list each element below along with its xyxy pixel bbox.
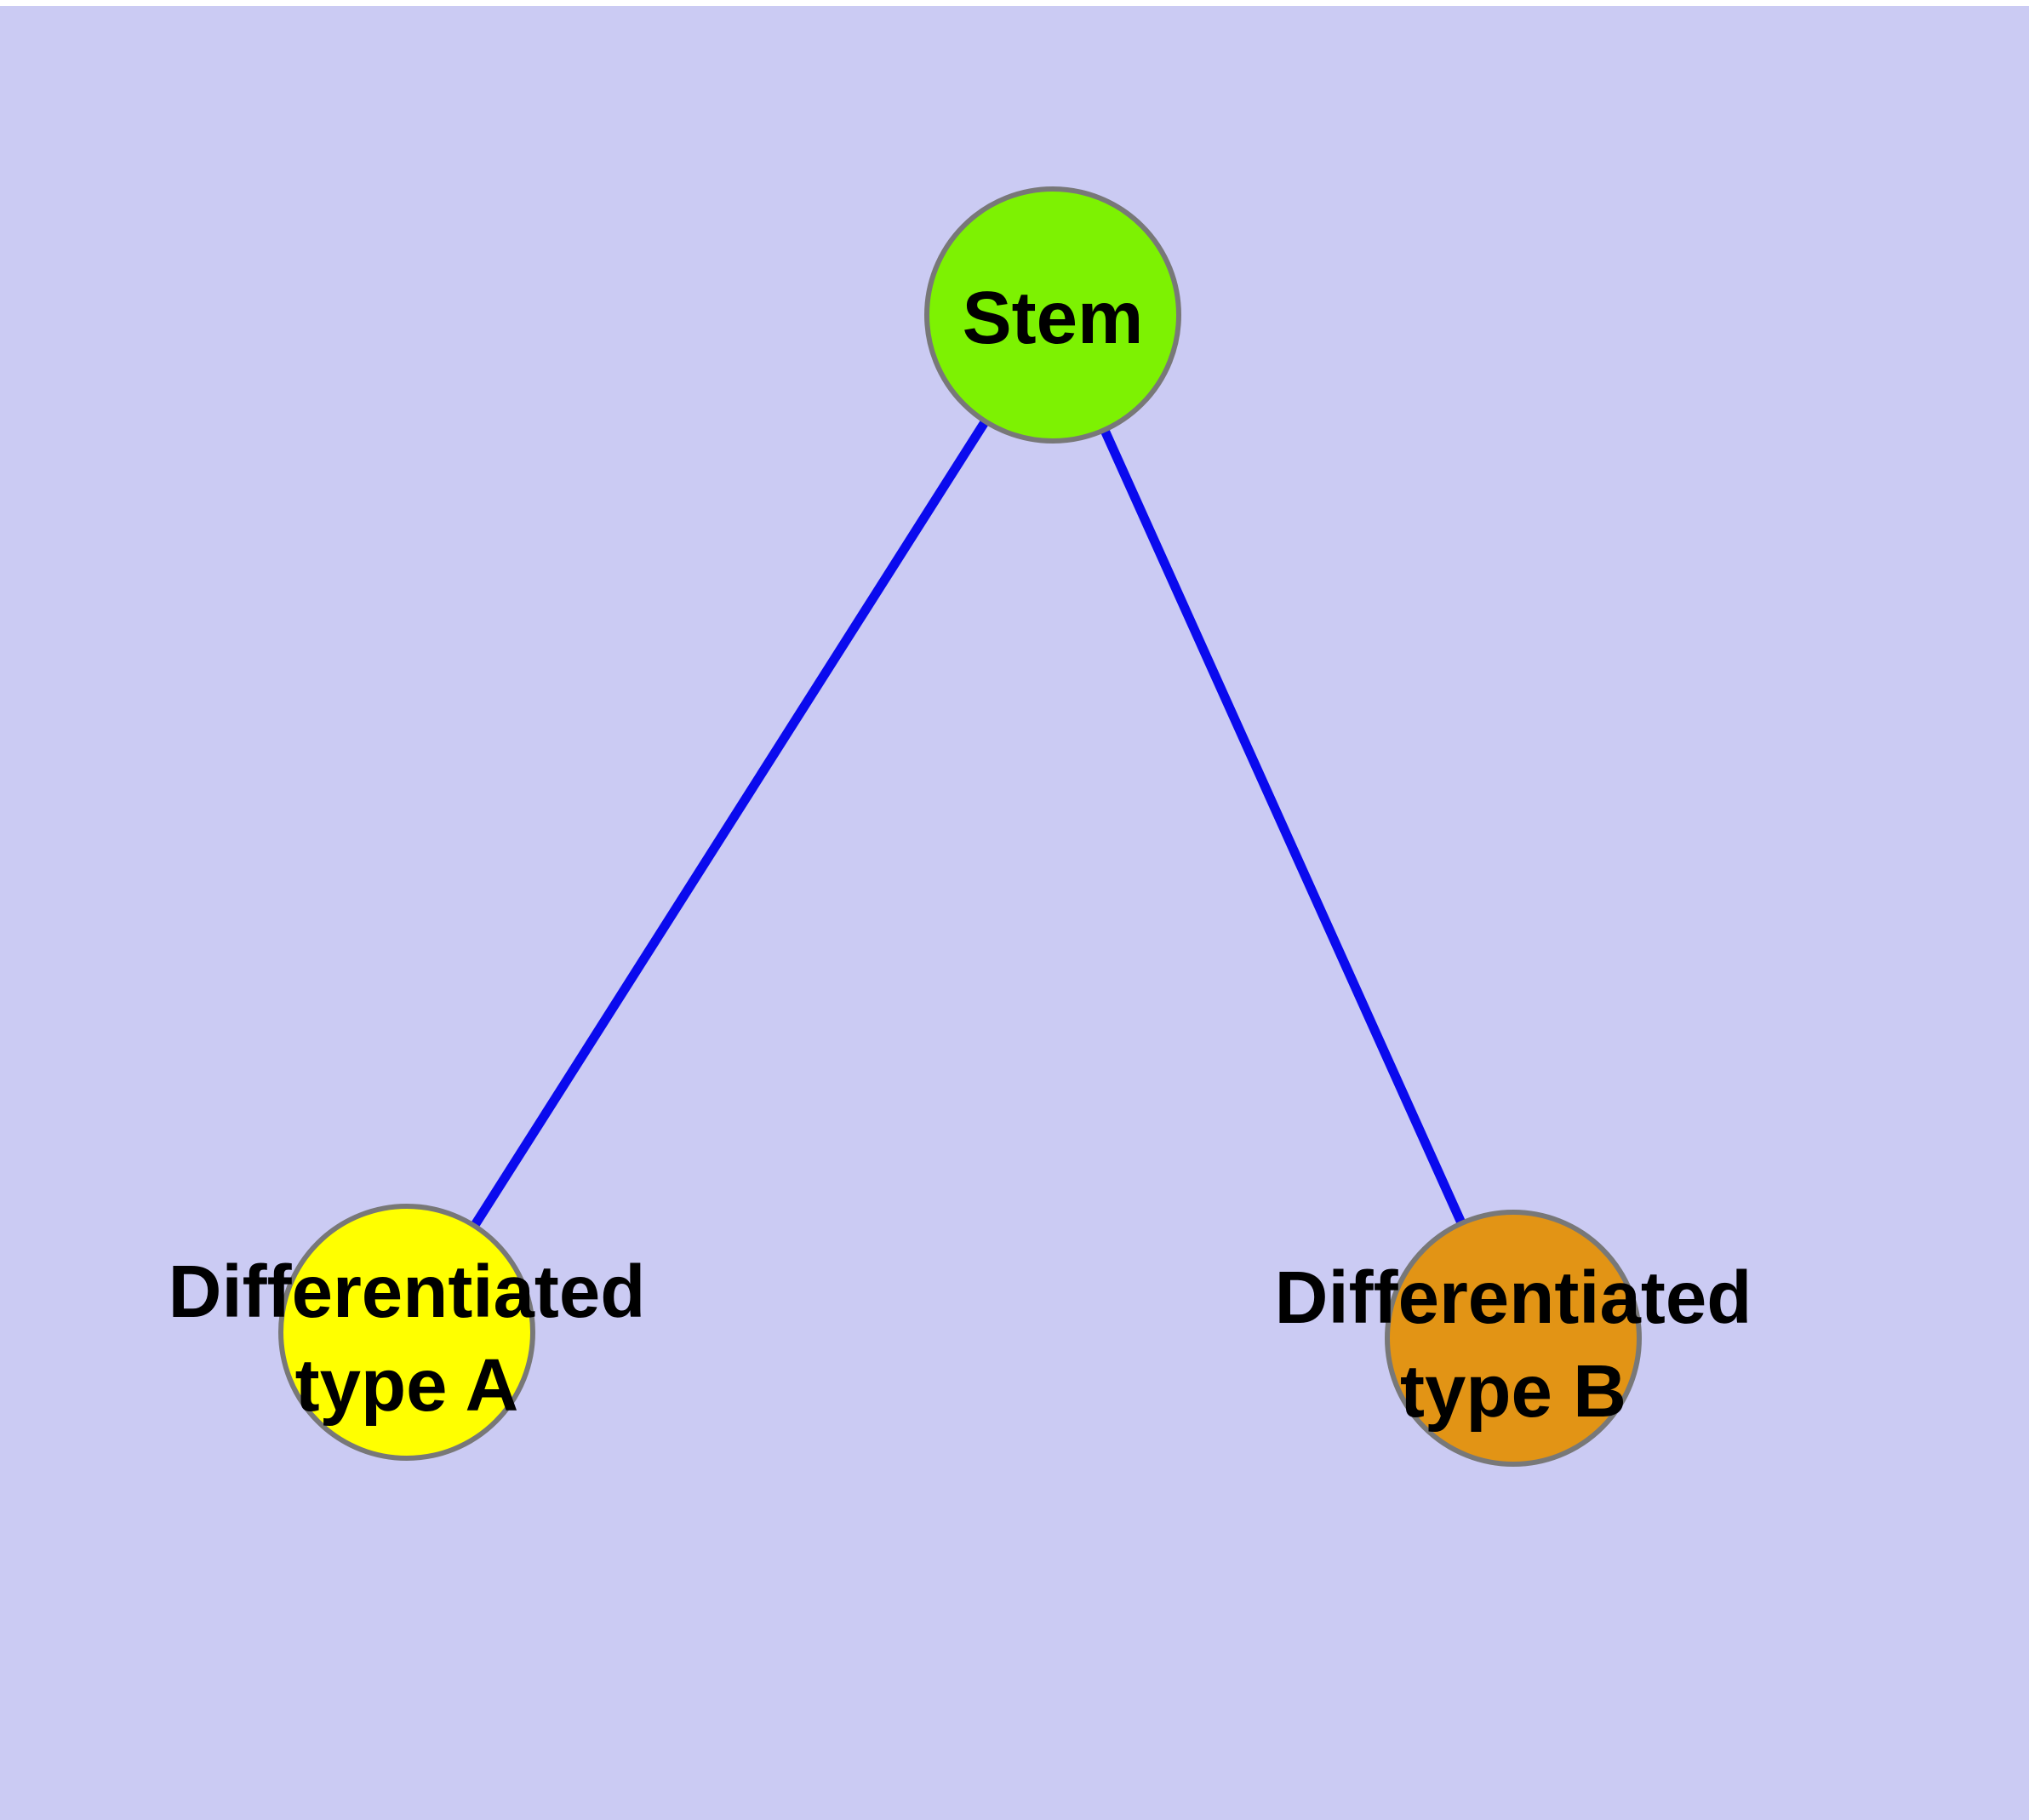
node-type-a-label-line2: type A bbox=[295, 1344, 519, 1427]
edge-stem-to-type-b bbox=[1048, 312, 1518, 1341]
node-type-b-label-line1: Differentiated bbox=[1275, 1256, 1752, 1339]
node-differentiated-type-b: Differentiated type B bbox=[1275, 1210, 1752, 1467]
node-stem: Stem bbox=[924, 186, 1181, 444]
edge-stem-to-type-a bbox=[403, 312, 1057, 1335]
node-type-b-label-line2: type B bbox=[1400, 1350, 1626, 1433]
node-stem-label: Stem bbox=[963, 277, 1144, 359]
node-type-b-circle bbox=[1385, 1210, 1642, 1467]
node-stem-circle bbox=[924, 186, 1181, 444]
node-type-a-label-line1: Differentiated bbox=[169, 1251, 646, 1333]
edges-layer bbox=[403, 312, 1518, 1341]
node-differentiated-type-a: Differentiated type A bbox=[169, 1204, 646, 1461]
node-type-a-circle bbox=[278, 1204, 535, 1461]
